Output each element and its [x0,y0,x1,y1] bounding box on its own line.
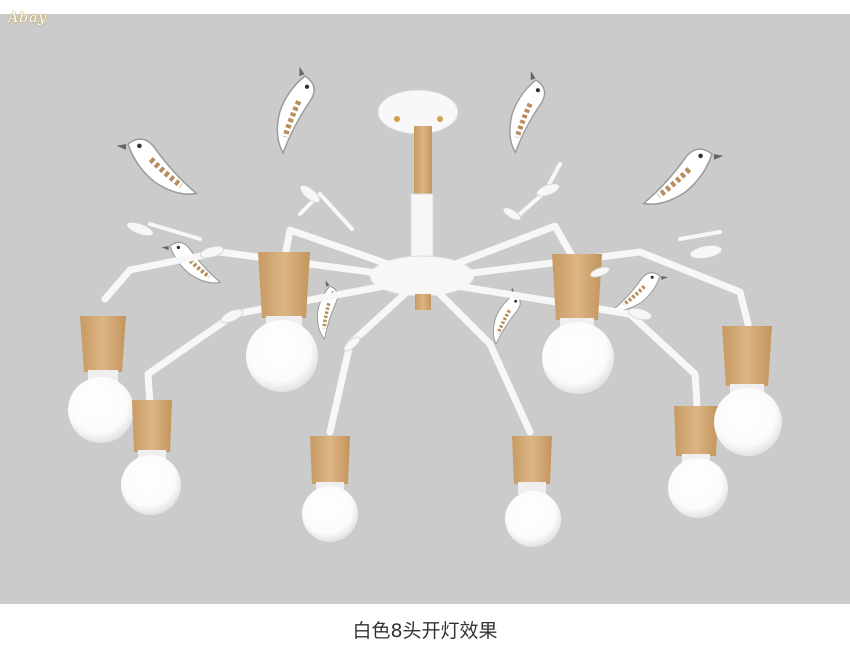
bulb-2 [121,400,181,515]
bulb-6 [542,254,614,394]
bulb-3 [246,252,318,392]
bulb-8 [714,326,782,456]
chandelier-arms [101,162,752,436]
bulb-7 [668,406,728,518]
chandelier-illustration [68,14,782,547]
brand-watermark: Abay [8,10,48,26]
bulb-5 [505,436,561,547]
product-photo [0,14,850,604]
caption: 白色8头开灯效果 [352,620,498,642]
bulb-1 [68,316,134,443]
bulb-4 [302,436,358,542]
decorative-leaves [126,183,723,352]
